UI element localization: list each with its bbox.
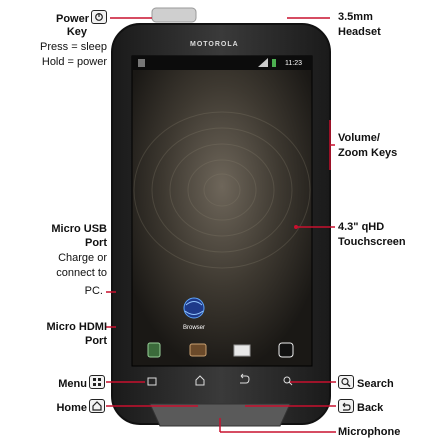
status-time: 11:23	[285, 60, 302, 67]
wallpaper-pattern	[133, 111, 311, 269]
micro-usb-note-3: PC.	[84, 285, 103, 297]
search-key-label: Search	[338, 375, 394, 391]
menu-key-glyph	[147, 377, 157, 386]
email-dock-icon	[233, 344, 251, 357]
bottom-chin	[149, 403, 291, 427]
menu-key-label: Menu	[58, 375, 105, 391]
back-key-label: Back	[338, 399, 383, 415]
leader-lines	[106, 17, 336, 433]
touchscreen-title-2: Touchscreen	[338, 236, 406, 248]
micro-usb-note-1: Charge or	[58, 252, 107, 264]
back-key-glyph	[240, 373, 250, 384]
headset-title: 3.5mm	[338, 11, 373, 23]
launcher-dock-icon	[278, 342, 294, 358]
battery-icon	[272, 59, 276, 67]
micro-usb-title: Micro USB	[51, 223, 107, 235]
touchscreen	[131, 55, 313, 367]
power-key	[151, 7, 197, 23]
search-icon	[338, 375, 354, 389]
micro-usb-title-2: Port	[85, 237, 107, 249]
home-key-label: Home	[56, 399, 105, 415]
search-key-glyph	[283, 376, 291, 384]
power-key-note-power: Hold = power	[41, 56, 107, 68]
volume-title: Volume/	[338, 132, 380, 144]
power-key-note-sleep: Press = sleep	[40, 41, 107, 53]
headset-title-2: Headset	[338, 26, 381, 38]
power-icon	[91, 10, 107, 24]
signal-icon	[258, 58, 268, 67]
back-icon	[338, 399, 354, 413]
home-icon	[89, 399, 105, 413]
phone-dock-icon	[147, 342, 161, 358]
micro-usb-note-2: connect to	[56, 267, 107, 279]
notification-icon	[138, 59, 145, 67]
home-key-glyph	[195, 375, 205, 386]
volume-title-2: Zoom Keys	[338, 147, 398, 159]
micro-hdmi-title-2: Port	[85, 335, 107, 347]
micro-hdmi-title: Micro HDMI	[46, 321, 108, 333]
menu-icon	[89, 375, 105, 389]
power-key-title-2: Key	[66, 26, 87, 38]
camera-dock-icon	[189, 343, 207, 357]
touchscreen-title: 4.3" qHD	[338, 221, 385, 233]
power-key-title: Power	[56, 10, 107, 26]
browser-app-label: Browser	[183, 325, 206, 331]
microphone-label: Microphone	[338, 426, 401, 438]
brand-logo: MOTOROLA	[190, 41, 239, 48]
